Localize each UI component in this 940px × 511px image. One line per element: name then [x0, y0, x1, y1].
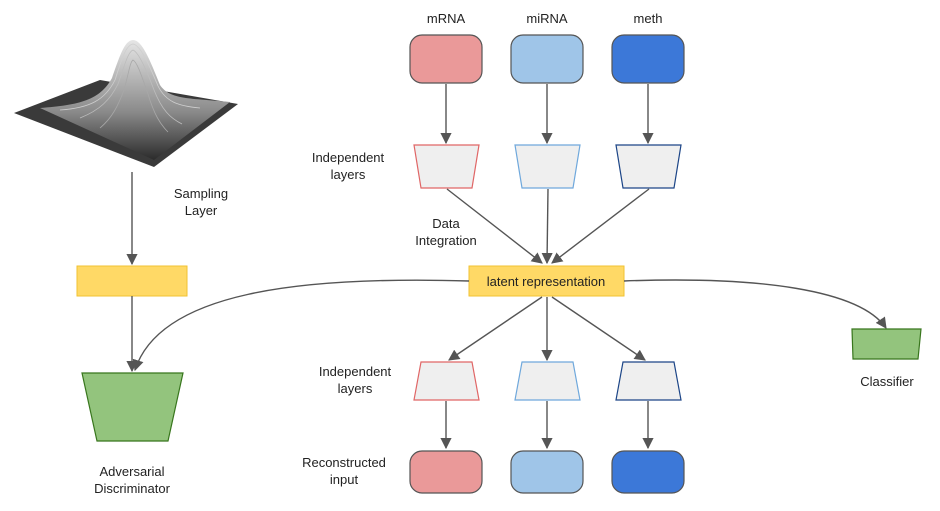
- label-adversarial-discriminator-2: Discriminator: [94, 481, 171, 496]
- gaussian-surface-icon: [14, 40, 238, 167]
- latent-representation-box: [468, 265, 625, 297]
- label-data-integration-1: Data: [432, 216, 460, 231]
- label-mirna: miRNA: [526, 11, 567, 26]
- sampling-layer-box: [76, 265, 188, 297]
- input-mirna-node: [510, 34, 584, 84]
- classifier-shape: [851, 328, 922, 360]
- edge-encoder-mrna-to-latent: [446, 188, 543, 264]
- edge-encoder-meth-to-latent: [551, 188, 650, 264]
- encoder-mrna-layer: [413, 144, 480, 189]
- input-mrna-node: [409, 34, 483, 84]
- reconstructed-meth-node: [611, 450, 685, 494]
- reconstructed-mirna-node: [510, 450, 584, 494]
- encoder-meth-layer: [615, 144, 682, 189]
- label-classifier: Classifier: [860, 374, 914, 389]
- edge-latent-to-classifier: [623, 279, 887, 329]
- decoder-meth-layer: [615, 361, 682, 401]
- label-reconstructed-input-1: Reconstructed: [302, 455, 386, 470]
- label-independent-layers-top-1: Independent: [312, 150, 385, 165]
- label-sampling-layer-1: Sampling: [174, 186, 228, 201]
- edge-latent-to-decoder-mrna: [448, 296, 543, 361]
- input-meth-node: [611, 34, 685, 84]
- label-independent-layers-top-2: layers: [331, 167, 366, 182]
- label-data-integration-2: Integration: [415, 233, 476, 248]
- label-latent-representation: latent representation: [487, 274, 606, 289]
- encoder-mirna-layer: [514, 144, 581, 189]
- edge-latent-to-discriminator: [132, 279, 470, 372]
- label-reconstructed-input-2: input: [330, 472, 359, 487]
- label-mrna: mRNA: [427, 11, 466, 26]
- decoder-mrna-layer: [413, 361, 480, 401]
- label-meth: meth: [634, 11, 663, 26]
- adversarial-discriminator-shape: [81, 372, 184, 442]
- reconstructed-mrna-node: [409, 450, 483, 494]
- label-sampling-layer-2: Layer: [185, 203, 218, 218]
- label-adversarial-discriminator-1: Adversarial: [99, 464, 164, 479]
- label-independent-layers-bottom-2: layers: [338, 381, 373, 396]
- label-independent-layers-bottom-1: Independent: [319, 364, 392, 379]
- edge-encoder-mirna-to-latent: [541, 188, 553, 265]
- decoder-mirna-layer: [514, 361, 581, 401]
- edge-latent-to-decoder-meth: [551, 296, 646, 361]
